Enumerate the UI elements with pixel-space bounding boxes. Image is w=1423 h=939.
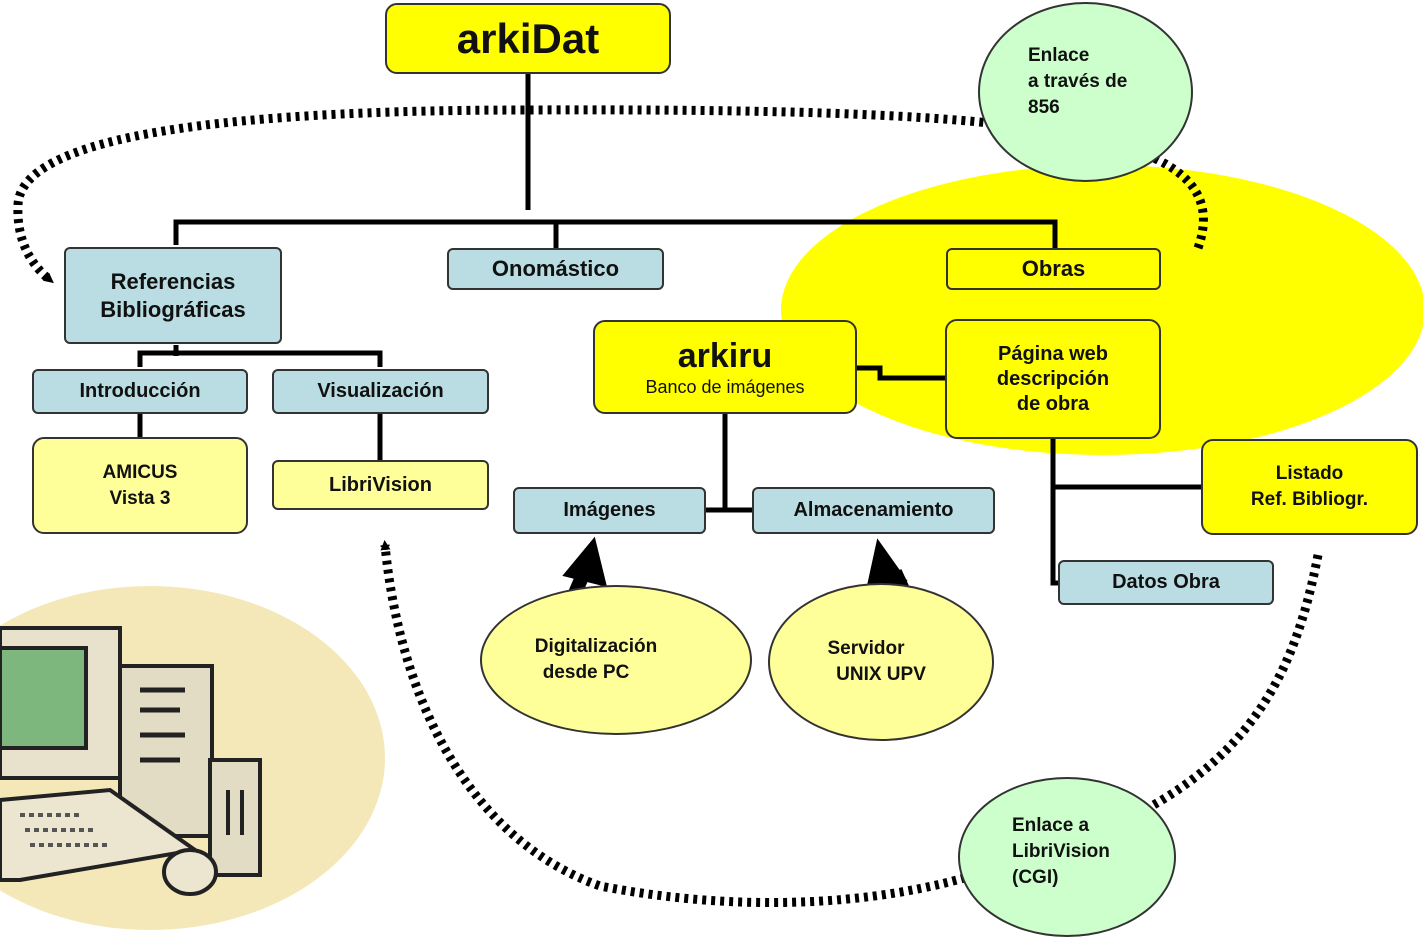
node-arkidat: arkiDat [385, 3, 671, 74]
node-introduccion: Introducción [32, 369, 248, 414]
node-enlace-856-line2: a través de [1028, 71, 1128, 92]
node-onomastico-label: Onomástico [491, 256, 620, 281]
node-librivision: LibriVision [272, 460, 489, 510]
node-enlace-856-line1: Enlace [1028, 45, 1090, 66]
node-enlace-856: Enlace a través de 856 [978, 2, 1193, 182]
node-enlace-librivision-line2: LibriVision [1012, 841, 1110, 862]
node-enlace-librivision: Enlace a LibriVision (CGI) [958, 777, 1176, 937]
node-librivision-label: LibriVision [329, 473, 432, 496]
connector-ref-branch [137, 350, 383, 367]
node-arkiru-subtitle: Banco de imágenes [645, 377, 805, 397]
node-datos-obra: Datos Obra [1058, 560, 1274, 605]
node-amicus-line1: AMICUS [102, 461, 178, 483]
node-obras: Obras [946, 248, 1161, 290]
node-listado: Listado Ref. Bibliogr. [1201, 439, 1418, 535]
node-onomastico: Onomástico [447, 248, 664, 290]
node-almacenamiento-label: Almacenamiento [793, 499, 954, 521]
node-arkiru: arkiru Banco de imágenes [593, 320, 857, 414]
node-listado-line2: Ref. Bibliogr. [1250, 489, 1369, 510]
node-pagina-web-line1: Página web [997, 342, 1109, 365]
node-visualizacion-label: Visualización [317, 380, 444, 402]
node-servidor-line2: UNIX UPV [836, 664, 926, 685]
node-enlace-librivision-line1: Enlace a [1012, 815, 1090, 836]
node-arkiru-label: arkiru [677, 337, 773, 375]
node-pagina-web: Página web descripción de obra [945, 319, 1161, 439]
node-introduccion-label: Introducción [79, 380, 201, 402]
node-referencias: Referencias Bibliográficas [64, 247, 282, 344]
obras-highlight-ellipse [781, 165, 1423, 455]
node-servidor: Servidor UNIX UPV [768, 583, 994, 741]
node-pagina-web-line2: descripción [996, 367, 1110, 390]
dotted-link-bottom [380, 540, 1323, 908]
connector-arkiru-pagina [857, 365, 945, 381]
connector-top-branch [173, 219, 1058, 250]
node-almacenamiento: Almacenamiento [752, 487, 995, 534]
node-referencias-line2: Bibliográficas [100, 296, 246, 322]
computer-icon [0, 626, 262, 896]
node-listado-line1: Listado [1275, 463, 1344, 484]
node-servidor-line1: Servidor [827, 638, 905, 659]
node-obras-label: Obras [1021, 256, 1086, 281]
connector-pagina-down [1050, 438, 1058, 586]
node-imagenes: Imágenes [513, 487, 706, 534]
node-enlace-856-line3: 856 [1028, 97, 1060, 118]
node-referencias-line1: Referencias [110, 268, 236, 294]
node-amicus-line2: Vista 3 [109, 487, 171, 509]
node-enlace-librivision-line3: (CGI) [1012, 867, 1059, 888]
node-imagenes-label: Imágenes [563, 499, 656, 521]
node-digitalizacion-line2: desde PC [542, 662, 630, 683]
node-datos-obra-label: Datos Obra [1112, 571, 1220, 593]
node-digitalizacion: Digitalización desde PC [480, 585, 752, 735]
node-amicus: AMICUS Vista 3 [32, 437, 248, 534]
node-digitalizacion-line1: Digitalización [534, 636, 658, 657]
node-visualizacion: Visualización [272, 369, 489, 414]
node-arkidat-label: arkiDat [456, 14, 600, 62]
node-pagina-web-line3: de obra [1016, 392, 1090, 415]
